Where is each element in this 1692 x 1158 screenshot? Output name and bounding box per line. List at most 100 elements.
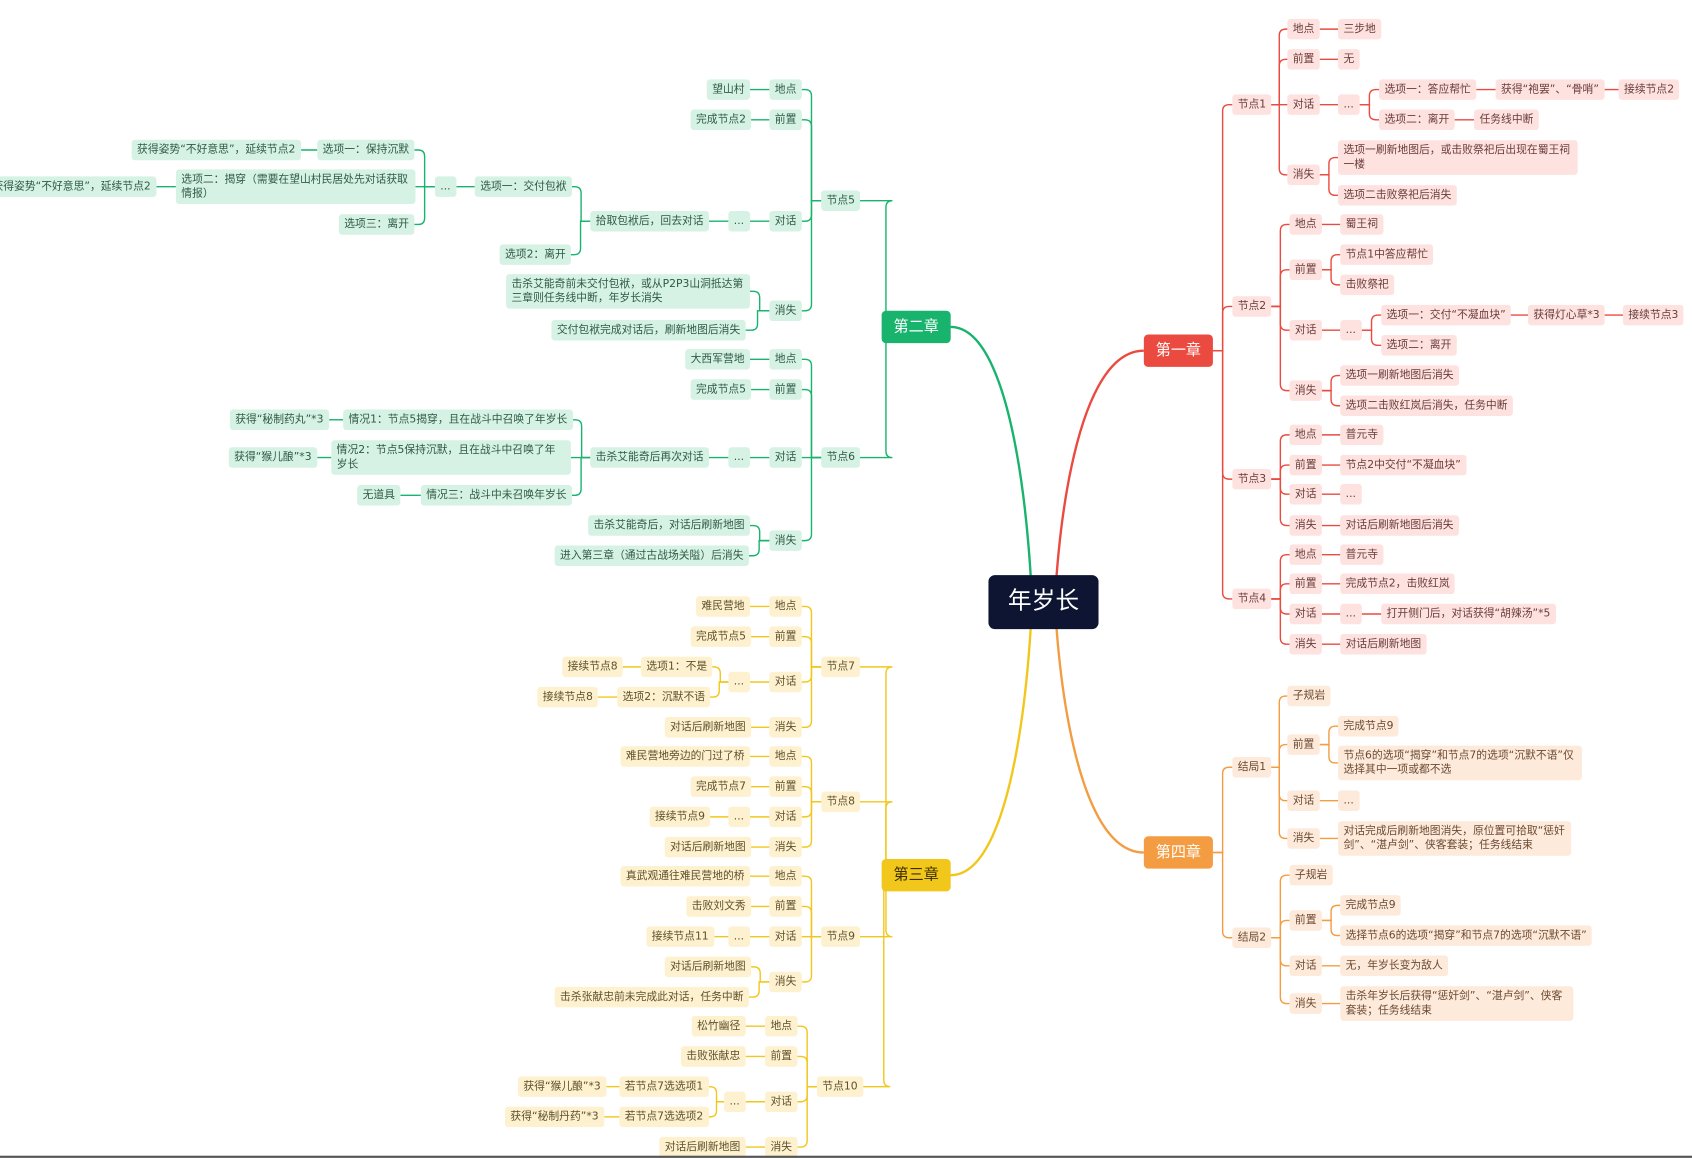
ch3-node9[interactable]: 节点9: [821, 926, 861, 947]
ch4-e2-talk-label: 对话: [1289, 955, 1322, 977]
connector: [1271, 919, 1290, 939]
ch3-node8[interactable]: 节点8: [821, 791, 861, 813]
connector: [751, 966, 770, 983]
ch2-n5-pre-label: 前置: [769, 109, 802, 131]
connector: [1212, 103, 1233, 352]
ch4-e1-talk-dots: ...: [1338, 790, 1360, 811]
ch1-n2-dis-label: 消失: [1289, 380, 1322, 401]
ch4-e1-dis: 对话完成后刷新地图消失，原位置可拾取“惩奸剑”、“湛卢剑”、侠客套装；任务线结束: [1338, 821, 1572, 856]
ch1-n1-opt1-next: 接续节点2: [1618, 79, 1680, 100]
ch1-n2-opt1: 选项一：交付“不凝血块”: [1381, 304, 1512, 326]
chapter-2-node[interactable]: 第二章: [881, 310, 951, 344]
ch3-n7-pre: 完成节点5: [690, 626, 752, 647]
connector: [1212, 766, 1233, 854]
ch1-node4[interactable]: 节点4: [1232, 588, 1272, 610]
ch3-n7-loc: 难民营地: [696, 596, 750, 617]
connector: [1271, 598, 1290, 645]
ch1-n1-opt2: 选项二：离开: [1379, 109, 1455, 131]
ch3-n10-c2-res: 获得“秘制丹药”*3: [505, 1106, 605, 1128]
connector: [1359, 88, 1380, 106]
connector: [1321, 253, 1341, 271]
root-node[interactable]: 年岁长: [988, 575, 1099, 630]
connector: [1271, 103, 1288, 176]
ch4-e2-talk: 无，年岁长变为敌人: [1340, 955, 1449, 977]
connector: [1321, 389, 1341, 407]
ch2-n6-c1: 情况1：节点5揭穿，且在战斗中召唤了年岁长: [343, 409, 573, 431]
ch3-n10-loc: 松竹幽径: [691, 1015, 746, 1037]
ch1-n3-talk-label: 对话: [1289, 483, 1322, 505]
connector: [1271, 583, 1290, 600]
ch2-node6[interactable]: 节点6: [821, 447, 861, 468]
connector: [708, 1085, 725, 1103]
ch3-n7-opt1: 选项1：不是: [640, 656, 713, 678]
connector: [1271, 464, 1290, 480]
ch1-n4-loc: 普元寺: [1340, 544, 1384, 565]
connector: [1321, 904, 1341, 922]
ch1-n3-talk-dots: ...: [1340, 483, 1362, 505]
ch3-n9-pre-label: 前置: [769, 896, 802, 917]
connector: [748, 539, 770, 557]
ch1-n4-dis-label: 消失: [1289, 633, 1322, 655]
connector: [821, 200, 951, 328]
connector: [571, 456, 591, 497]
ch2-n6-c3-res: 无道具: [357, 485, 401, 506]
connector: [801, 905, 822, 938]
ch2-n6-talk-dots: ...: [728, 447, 750, 468]
ch4-ending1[interactable]: 结局1: [1232, 756, 1272, 778]
ch1-n3-loc: 普元寺: [1340, 424, 1384, 446]
ch2-n5-talk: 拾取包袱后，回去对话: [590, 210, 709, 232]
connector: [950, 602, 1033, 877]
ch4-e2-dis: 击杀年岁长后获得“惩奸剑”、“湛卢剑”、侠客套装；任务线结束: [1340, 986, 1574, 1021]
ch2-n6-loc-label: 地点: [769, 349, 802, 370]
ch3-n7-opt2: 选项2：沉默不语: [617, 686, 711, 708]
ch1-n1-opt1: 选项一：答应帮忙: [1379, 79, 1477, 100]
connector: [1271, 269, 1290, 308]
connector: [710, 681, 729, 698]
ch1-n1-loc-label: 地点: [1287, 18, 1320, 40]
ch1-n4-talk-dots: ...: [1340, 603, 1362, 625]
ch2-n5-sub1-res: 获得姿势“不好意思”，延续节点2: [131, 139, 301, 161]
ch1-n1-opt1-get: 获得“袍罢”、“骨哨”: [1495, 79, 1605, 100]
ch4-ending2[interactable]: 结局2: [1232, 927, 1272, 948]
ch3-n8-pre-label: 前置: [769, 776, 802, 797]
connector: [1271, 223, 1290, 308]
chapter-1-node[interactable]: 第一章: [1143, 334, 1213, 367]
ch1-node1[interactable]: 节点1: [1232, 94, 1272, 115]
ch1-n1-dis-label: 消失: [1287, 164, 1320, 186]
ch2-n5-sub2: 选项二：揭穿（需要在望山村民居处先对话获取情报）: [175, 169, 416, 204]
connector: [797, 1085, 817, 1148]
chapter-3-node[interactable]: 第三章: [881, 858, 951, 892]
connector: [1271, 434, 1290, 480]
connector: [1319, 725, 1339, 746]
ch3-n7-dis-label: 消失: [769, 717, 802, 738]
ch2-n5-sub1: 选项一：保持沉默: [317, 139, 415, 161]
ch1-n2-loc: 蜀王祠: [1340, 214, 1384, 235]
ch3-n10-c1: 若节点7选选项1: [619, 1076, 709, 1097]
ch2-n6-talk: 击杀艾能奇后再次对话: [590, 447, 709, 468]
ch1-n4-pre-label: 前置: [1289, 573, 1322, 595]
connector: [801, 801, 822, 848]
connector: [797, 1025, 817, 1088]
connector: [1271, 58, 1288, 106]
ch2-n6-pre: 完成节点5: [690, 379, 752, 400]
ch2-n6-dis2: 进入第三章（通过古战场关隘）后消失: [554, 545, 749, 566]
ch2-n5-opt1-dots: ...: [434, 176, 456, 197]
ch4-e1-loc: 子规岩: [1287, 685, 1331, 707]
bottom-border: [0, 1155, 1692, 1158]
ch1-node2[interactable]: 节点2: [1232, 296, 1272, 317]
ch3-node7[interactable]: 节点7: [821, 656, 861, 678]
ch1-n3-pre: 节点2中交付“不凝血块”: [1340, 454, 1467, 476]
chapter-4-node[interactable]: 第四章: [1143, 836, 1213, 869]
ch4-e1-talk-label: 对话: [1287, 790, 1320, 811]
ch3-n7-loc-label: 地点: [769, 596, 802, 617]
ch3-n10-c2: 若节点7选选项2: [619, 1106, 709, 1128]
connector: [821, 666, 951, 876]
ch2-node5[interactable]: 节点5: [821, 190, 861, 211]
ch3-n9-dis1: 对话后刷新地图: [664, 956, 752, 978]
ch3-n10-dis-label: 消失: [765, 1136, 798, 1158]
ch1-node3[interactable]: 节点3: [1232, 468, 1272, 490]
ch3-n8-talk-label: 对话: [769, 806, 802, 828]
ch3-node10[interactable]: 节点10: [816, 1076, 863, 1097]
ch3-n9-pre: 击败刘文秀: [686, 896, 752, 917]
